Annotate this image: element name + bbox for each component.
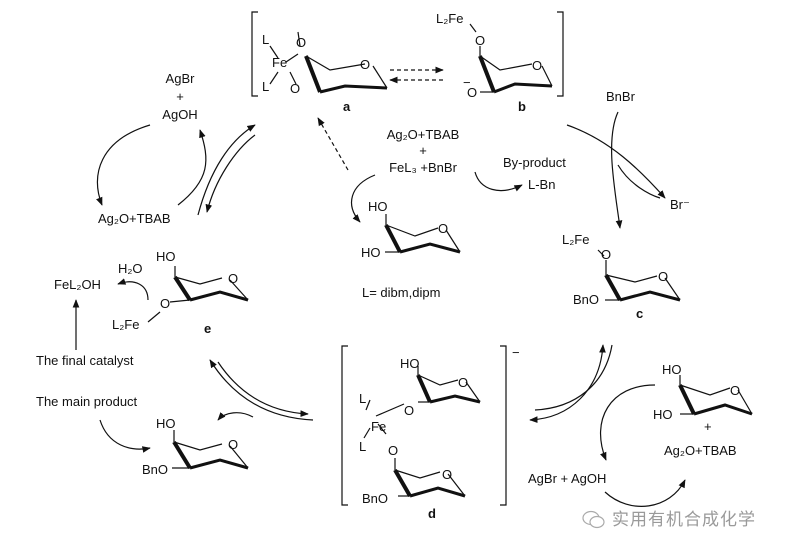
reagent-ag2o-tbab-right: Ag₂O+TBAB [664,443,737,458]
plus-sign: + [176,89,184,104]
bromide-ion: Br⁻ [670,197,690,212]
ring-oxygen-label: O [360,57,371,72]
bracket-left-ab [251,11,258,97]
oxygen-label: O [160,296,171,311]
plus-sign: + [419,143,427,158]
iron-label: Fe [272,55,288,70]
arrow-d-to-c [529,344,606,423]
cycle-arrow-ag2o-to-agoh [177,129,207,206]
ring-oxygen-label: O [658,269,669,284]
ligand-label: L [359,439,367,454]
ring-c [597,249,681,302]
catalyst-fel2oh: FeL₂OH [54,277,101,292]
ring-d-upper [363,366,481,439]
arrow-water-loss [117,278,149,301]
hydroxyl-label: HO [361,245,381,260]
arrow-c-to-d [534,344,613,411]
ligand-label: L [359,391,367,406]
ring-oxygen-label: O [532,58,543,73]
hydroxyl-label: HO [653,407,673,422]
ring-oxygen-label: O [438,221,449,236]
ligand-definition: L= dibm,dipm [362,285,441,300]
ring-diol-center [384,214,461,254]
hydroxyl-label: HO [400,356,420,371]
final-catalyst-caption: The final catalyst [36,353,134,368]
reagent-agbr: AgBr [165,71,195,86]
charge-label: − [463,75,471,90]
benzyloxy-label: BnO [362,491,389,506]
arrow-agbr-loop-in [599,384,656,461]
byproduct-lbn: L-Bn [528,177,556,192]
oxygen-label: O [475,33,486,48]
ring-oxygen-label: O [730,383,741,398]
water-label: H₂O [118,261,143,276]
ring-e [147,266,249,323]
arrow-e-to-d [217,361,309,417]
reagent-agbr-agoh: AgBr + AgOH [528,471,607,486]
oxygen-label: O [404,403,415,418]
wechat-icon [582,510,606,530]
ring-oxygen-label: O [228,437,239,452]
arrow-b-to-c [566,124,666,199]
arrow-reagents-to-diol [351,174,376,223]
byproduct-title: By-product [503,155,566,170]
ring-b [469,23,553,94]
compound-label-b: b [518,99,526,114]
fe-group-label: L₂Fe [562,232,590,247]
compound-label-e: e [204,321,212,336]
arrow-to-byproduct [474,171,523,192]
hydroxyl-label: HO [662,362,682,377]
benzyloxy-label: BnO [142,462,169,477]
oxygen-label: O [290,81,301,96]
arrow-main-product-curve [99,419,151,453]
bracket-left-d [341,345,348,506]
bracket-right-d [500,345,507,506]
oxygen-label: O [601,247,612,262]
arrow-agbr-loop-out [604,479,686,507]
compound-label-d: d [428,506,436,521]
reagent-ag2o-tbab: Ag₂O+TBAB [98,211,171,226]
arrow-to-main-product [217,412,254,421]
main-arrow-from-a-lower [205,134,256,213]
watermark-text: 实用有机合成化学 [612,510,756,529]
fe-group-label: L₂Fe [436,11,464,26]
iron-label: Fe [371,419,387,434]
reagent-bnbr: BnBr [606,89,635,104]
reagent-agoh: AgOH [162,107,198,122]
hydroxyl-label: HO [156,416,176,431]
bracket-right-ab [557,11,564,97]
ring-product [172,430,249,470]
compound-label-c: c [636,306,644,321]
ring-oxygen-label: O [442,467,453,482]
ring-diol-right [678,375,753,416]
ring-oxygen-label: O [228,271,239,286]
oxygen-anion-label: O [467,85,478,100]
plus-sign: + [704,419,712,434]
compound-label-a: a [343,99,351,114]
charge-label: − [512,345,520,360]
hydroxyl-label: HO [368,199,388,214]
fe-group-label: L₂Fe [112,317,140,332]
oxygen-label: O [388,443,399,458]
ring-a [269,31,388,94]
dashed-arrow-to-a [317,117,349,171]
hydroxyl-label: HO [156,249,176,264]
main-product-caption: The main product [36,394,138,409]
reagent-ag2o-tbab-center: Ag₂O+TBAB [386,127,460,142]
ligand-label: L [262,32,270,47]
benzyloxy-label: BnO [573,292,600,307]
ring-oxygen-label: O [458,375,469,390]
cycle-arrow-agoh-to-ag2o [96,124,151,206]
arrow-bnbr-in [610,111,623,229]
ring-d-lower [393,458,466,498]
reagent-fel3-bnbr: FeL₃ +BnBr [389,160,457,175]
arrow-br-out [617,164,661,199]
arrow-d-to-e [209,359,314,421]
main-arrow-to-a-upper [197,124,256,216]
ligand-label: L [262,79,270,94]
oxygen-label: O [296,35,307,50]
